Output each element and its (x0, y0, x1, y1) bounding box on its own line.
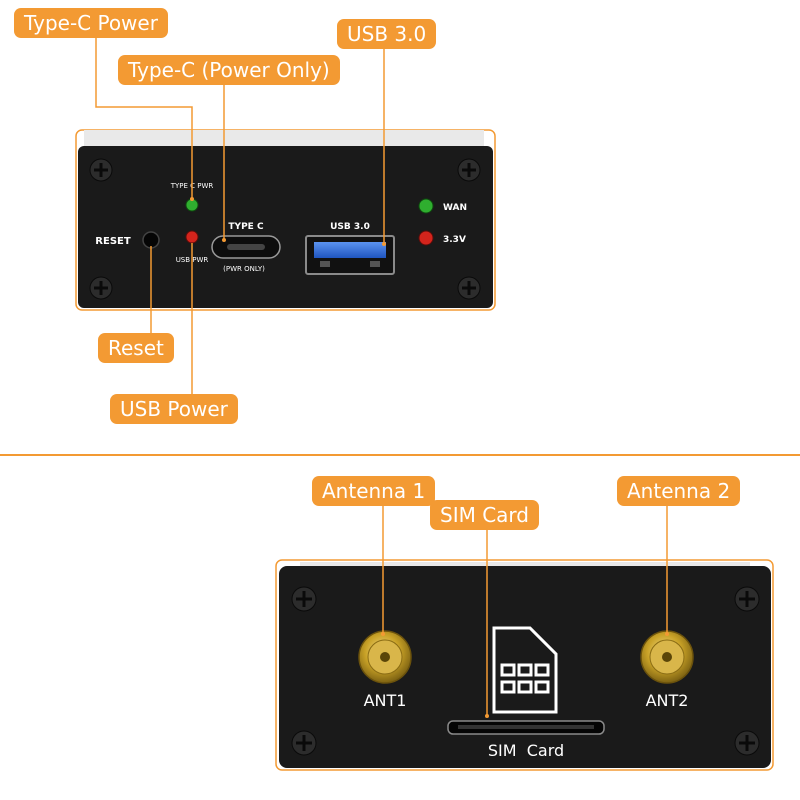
screw-icon (291, 730, 317, 756)
callout-lines-bottom (382, 505, 668, 716)
callout-type-c-power: Type-C Power (14, 8, 168, 38)
front-panel-device: TYPE C PWR USB PWR RESET TYPE C (PWR ONL… (75, 129, 496, 311)
screw-icon (89, 158, 113, 182)
screw-icon (457, 276, 481, 300)
wan-led-icon (418, 198, 434, 214)
type-c-port[interactable] (211, 235, 281, 259)
callout-usb-3: USB 3.0 (337, 19, 437, 49)
callout-type-c-power-only: Type-C (Power Only) (118, 55, 340, 85)
sim-card-slot[interactable] (447, 720, 605, 735)
ant2-label: ANT2 (646, 691, 689, 710)
antenna-1-connector-icon[interactable] (358, 630, 412, 684)
callout-lines-top (95, 38, 385, 394)
antenna-2-connector-icon[interactable] (640, 630, 694, 684)
reset-label: RESET (95, 236, 131, 247)
wan-label: WAN (443, 203, 467, 213)
usb-3-port[interactable] (305, 235, 395, 275)
callout-sim-card: SIM Card (430, 500, 539, 530)
ant1-label: ANT1 (364, 691, 407, 710)
sim-card-label: SIM Card (488, 741, 564, 760)
3v3-led-icon (418, 230, 434, 246)
3v3-label: 3.3V (443, 235, 466, 245)
callout-antenna-2: Antenna 2 (617, 476, 741, 506)
callout-usb-power: USB Power (110, 394, 238, 424)
callout-antenna-1: Antenna 1 (312, 476, 436, 506)
usb-pwr-led-icon (185, 230, 199, 244)
screw-icon (457, 158, 481, 182)
screw-icon (291, 586, 317, 612)
screw-icon (89, 276, 113, 300)
back-panel-device: ANT1 ANT2 SIM Card (275, 559, 774, 771)
screw-icon (734, 586, 760, 612)
sim-card-icon (492, 626, 558, 714)
pwr-only-label: (PWR ONLY) (223, 265, 265, 273)
reset-button[interactable] (142, 231, 160, 249)
callout-reset: Reset (98, 333, 174, 363)
screw-icon (734, 730, 760, 756)
usb-3-label: USB 3.0 (330, 222, 370, 232)
type-c-label: TYPE C (228, 222, 264, 232)
